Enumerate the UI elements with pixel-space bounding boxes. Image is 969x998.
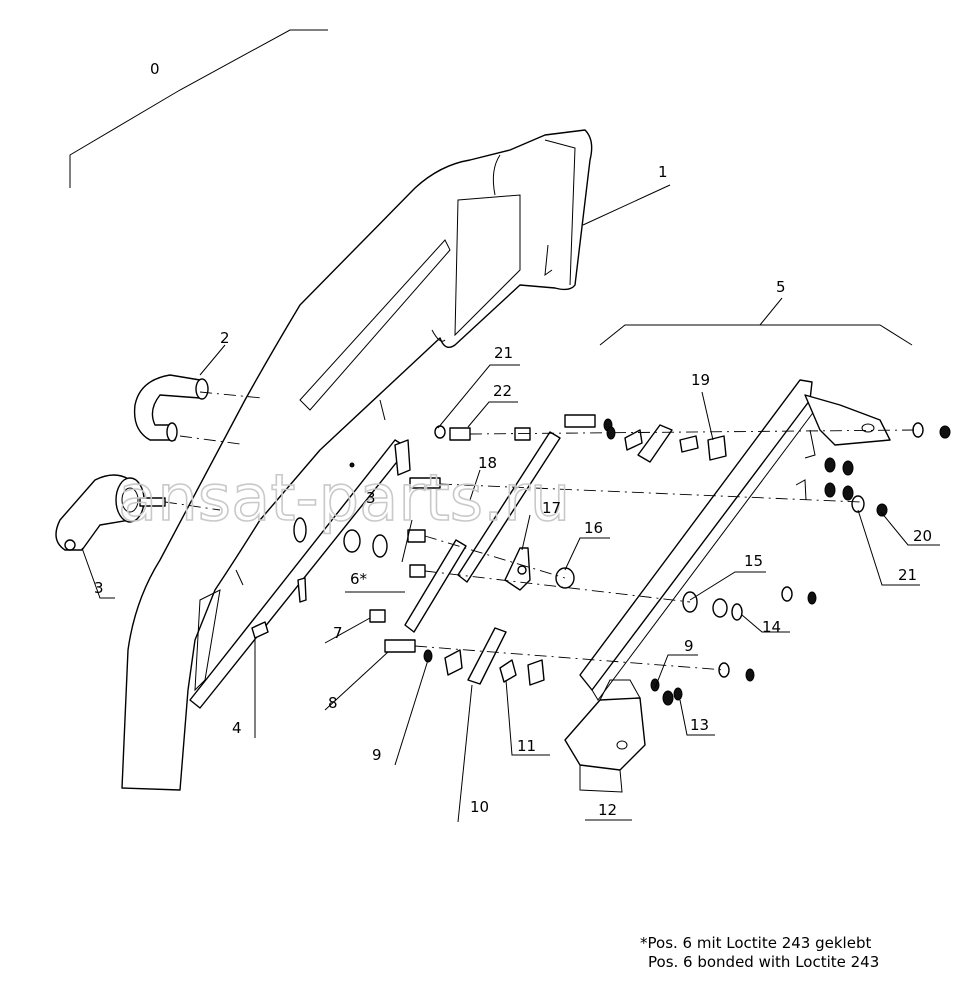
callout-13: 13 bbox=[690, 716, 709, 734]
callout-7: 7 bbox=[333, 624, 343, 642]
callout-0: 0 bbox=[150, 60, 160, 78]
callout-4: 4 bbox=[232, 719, 242, 737]
callout-12: 12 bbox=[598, 801, 617, 819]
callout-3-lever: 3 bbox=[94, 579, 104, 597]
callout-6: 6* bbox=[350, 570, 368, 588]
callout-2: 2 bbox=[220, 329, 230, 347]
callout-22: 22 bbox=[493, 382, 512, 400]
callout-9-left: 9 bbox=[372, 746, 382, 764]
callout-8: 8 bbox=[328, 694, 338, 712]
callout-10: 10 bbox=[470, 798, 489, 816]
grip-lever bbox=[55, 474, 166, 551]
callout-20: 20 bbox=[913, 527, 932, 545]
frame-small-parts bbox=[251, 439, 411, 639]
flat-bars bbox=[404, 431, 561, 633]
callout-19: 19 bbox=[691, 371, 710, 389]
callout-5: 5 bbox=[776, 278, 786, 296]
guide-rail bbox=[579, 379, 891, 701]
callout-16: 16 bbox=[584, 519, 603, 537]
callout-1: 1 bbox=[658, 163, 668, 181]
callout-21-top: 21 bbox=[494, 344, 513, 362]
callout-9-right: 9 bbox=[684, 637, 694, 655]
callout-labels: 0 1 2 3 3 4 5 6* 7 8 9 9 10 11 12 13 14 … bbox=[94, 60, 932, 819]
mounting-bracket bbox=[564, 679, 646, 793]
loctite-note-english: Pos. 6 bonded with Loctite 243 bbox=[648, 953, 880, 971]
handle-frame bbox=[121, 129, 593, 791]
loctite-note-german: *Pos. 6 mit Loctite 243 geklebt bbox=[640, 934, 872, 952]
slider-blocks bbox=[444, 424, 727, 686]
bolts-and-washers bbox=[369, 414, 951, 706]
callout-21-right: 21 bbox=[898, 566, 917, 584]
tube-handle bbox=[133, 374, 209, 442]
callout-14: 14 bbox=[762, 618, 781, 636]
callout-11: 11 bbox=[517, 737, 536, 755]
center-lines bbox=[164, 391, 916, 671]
watermark-text: ansat-parts.ru bbox=[118, 462, 570, 536]
leader-lines bbox=[69, 29, 940, 823]
callout-15: 15 bbox=[744, 552, 763, 570]
callout-3-washer: 3 bbox=[366, 489, 376, 507]
callout-18: 18 bbox=[478, 454, 497, 472]
callout-17: 17 bbox=[542, 499, 561, 517]
bracket-and-bushing bbox=[504, 547, 575, 591]
